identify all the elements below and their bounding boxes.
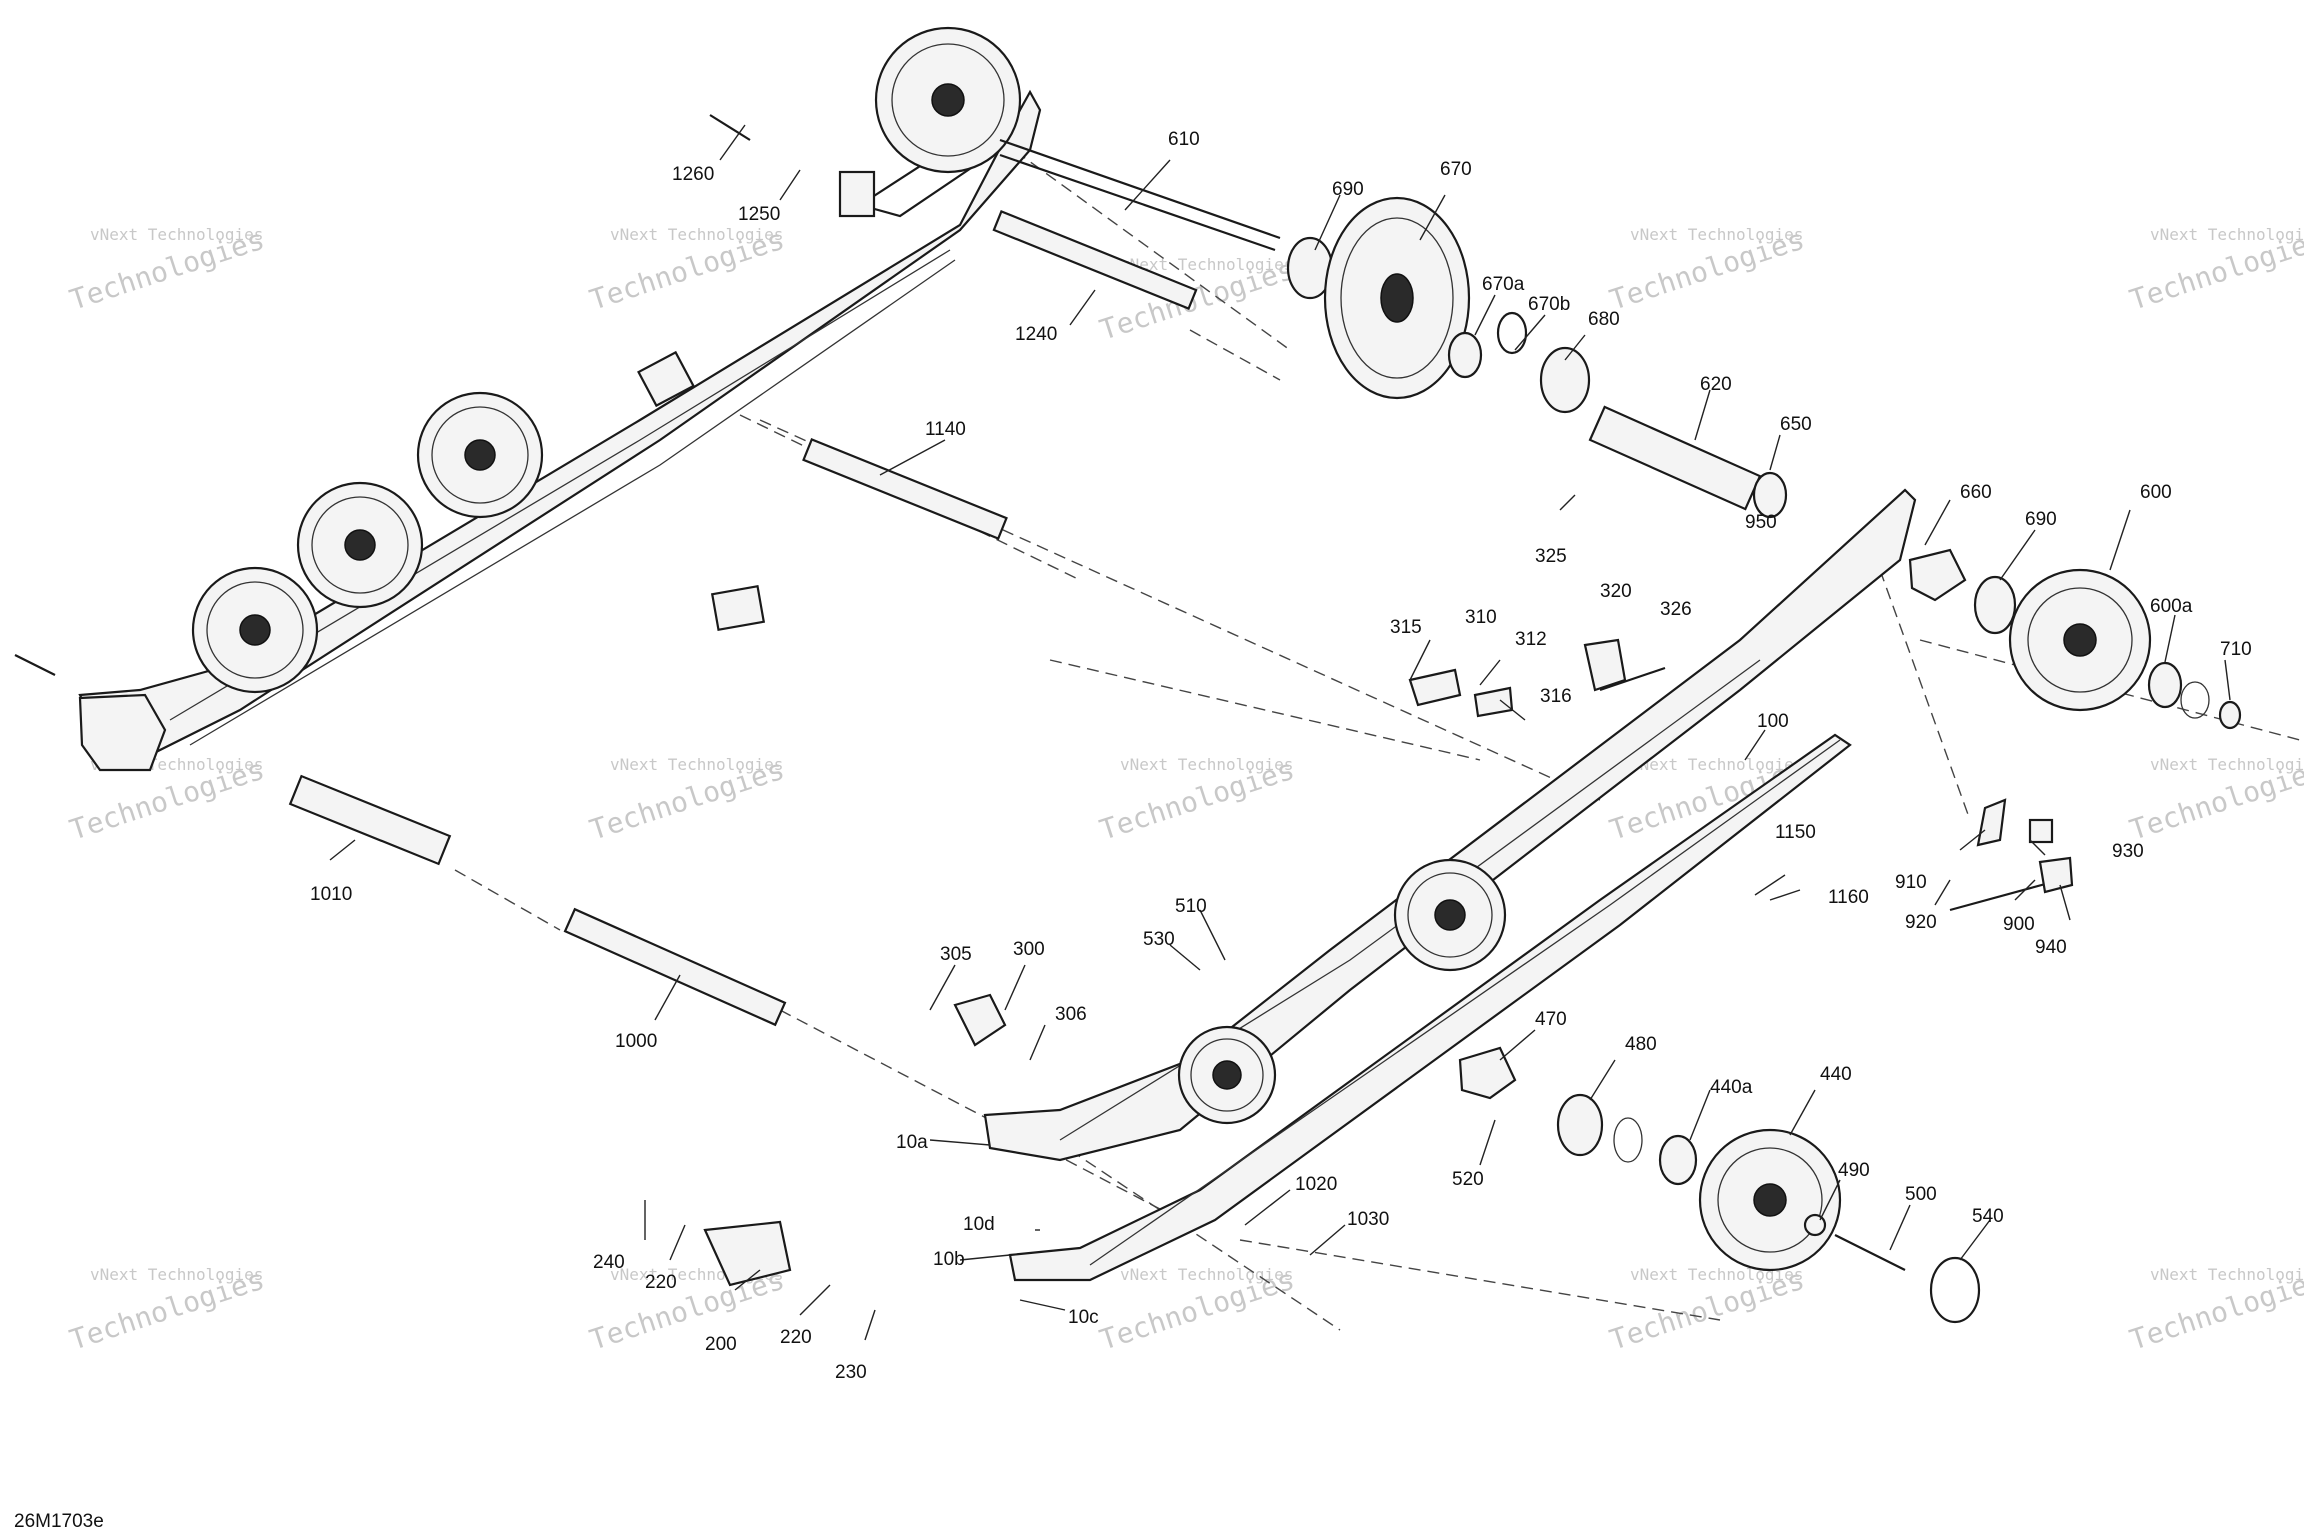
label-610: 610 <box>1168 129 1200 150</box>
watermark-line1: vNext Technologies <box>90 1265 263 1284</box>
label-490: 490 <box>1838 1160 1870 1181</box>
label-680: 680 <box>1588 309 1620 330</box>
label-200: 200 <box>705 1334 737 1355</box>
label-325: 325 <box>1535 546 1567 567</box>
label-326: 326 <box>1660 599 1692 620</box>
label-1140: 1140 <box>925 419 966 440</box>
watermark-line1: vNext Technologies <box>1630 755 1803 774</box>
label-520: 520 <box>1452 1169 1484 1190</box>
label-440a: 440a <box>1710 1077 1753 1098</box>
label-10a: 10a <box>896 1132 928 1153</box>
label-310: 310 <box>1465 607 1497 628</box>
label-650: 650 <box>1780 414 1812 435</box>
label-690: 690 <box>1332 179 1364 200</box>
label-600: 600 <box>2140 482 2172 503</box>
label-440: 440 <box>1820 1064 1852 1085</box>
watermark-line1: vNext Technologies <box>2150 225 2304 244</box>
lower-wheel-set <box>1458 1046 1981 1324</box>
label-920: 920 <box>1905 912 1937 933</box>
label-500: 500 <box>1905 1184 1937 1205</box>
diagram-code: 26M1703e <box>14 1511 104 1532</box>
label-316: 316 <box>1540 686 1572 707</box>
label-10c: 10c <box>1068 1307 1099 1328</box>
label-540: 540 <box>1972 1206 2004 1227</box>
right-wheel-set <box>1908 548 2242 912</box>
label-1160: 1160 <box>1828 887 1869 908</box>
label-930: 930 <box>2112 841 2144 862</box>
label-1000: 1000 <box>615 1031 657 1052</box>
label-530: 530 <box>1143 929 1175 950</box>
label-1150: 1150 <box>1775 822 1816 843</box>
label-315: 315 <box>1390 617 1422 638</box>
label-940: 940 <box>2035 937 2067 958</box>
label-1260: 1260 <box>672 164 714 185</box>
label-1030: 1030 <box>1347 1209 1389 1230</box>
upper-wheel-set <box>1286 196 1788 519</box>
label-950: 950 <box>1745 512 1777 533</box>
part-labels: 1260 1250 610 690 670 670a 670b 680 1240… <box>310 129 2252 1383</box>
label-900: 900 <box>2003 914 2035 935</box>
label-660: 660 <box>1960 482 1992 503</box>
label-670: 670 <box>1440 159 1472 180</box>
label-620: 620 <box>1700 374 1732 395</box>
label-600a: 600a <box>2150 596 2193 617</box>
label-670b: 670b <box>1528 294 1570 315</box>
label-230: 230 <box>835 1362 867 1383</box>
label-1250: 1250 <box>738 204 780 225</box>
label-312: 312 <box>1515 629 1547 650</box>
label-320: 320 <box>1600 581 1632 602</box>
watermark-line1: vNext Technologies <box>1120 255 1293 274</box>
label-480: 480 <box>1625 1034 1657 1055</box>
watermark-line1: vNext Technologies <box>1630 225 1803 244</box>
watermark-line1: vNext Technologies <box>2150 755 2304 774</box>
label-10d: 10d <box>963 1214 995 1235</box>
label-306: 306 <box>1055 1004 1087 1025</box>
label-240: 240 <box>593 1252 625 1273</box>
label-300: 300 <box>1013 939 1045 960</box>
hardware <box>14 114 1666 1287</box>
watermark-line1: vNext Technologies <box>2150 1265 2304 1284</box>
label-710: 710 <box>2220 639 2252 660</box>
watermark-line1: vNext Technologies <box>610 755 783 774</box>
watermark-line1: vNext Technologies <box>90 225 263 244</box>
label-1020: 1020 <box>1295 1174 1337 1195</box>
shafts <box>288 209 1762 1027</box>
label-670a: 670a <box>1482 274 1525 295</box>
label-220-b: 220 <box>780 1327 812 1348</box>
leader-lines <box>329 124 2231 1341</box>
label-305: 305 <box>940 944 972 965</box>
label-910: 910 <box>1895 872 1927 893</box>
watermark-line1: vNext Technologies <box>1120 755 1293 774</box>
right-rail-assembly <box>983 488 1917 1282</box>
label-220-a: 220 <box>645 1272 677 1293</box>
label-100: 100 <box>1757 711 1789 732</box>
label-690-b: 690 <box>2025 509 2057 530</box>
label-470: 470 <box>1535 1009 1567 1030</box>
left-rail-assembly <box>78 26 1281 772</box>
label-510: 510 <box>1175 896 1207 917</box>
label-1010: 1010 <box>310 884 352 905</box>
watermark-line1: vNext Technologies <box>610 225 783 244</box>
label-1240: 1240 <box>1015 324 1057 345</box>
label-10b: 10b <box>933 1249 965 1270</box>
